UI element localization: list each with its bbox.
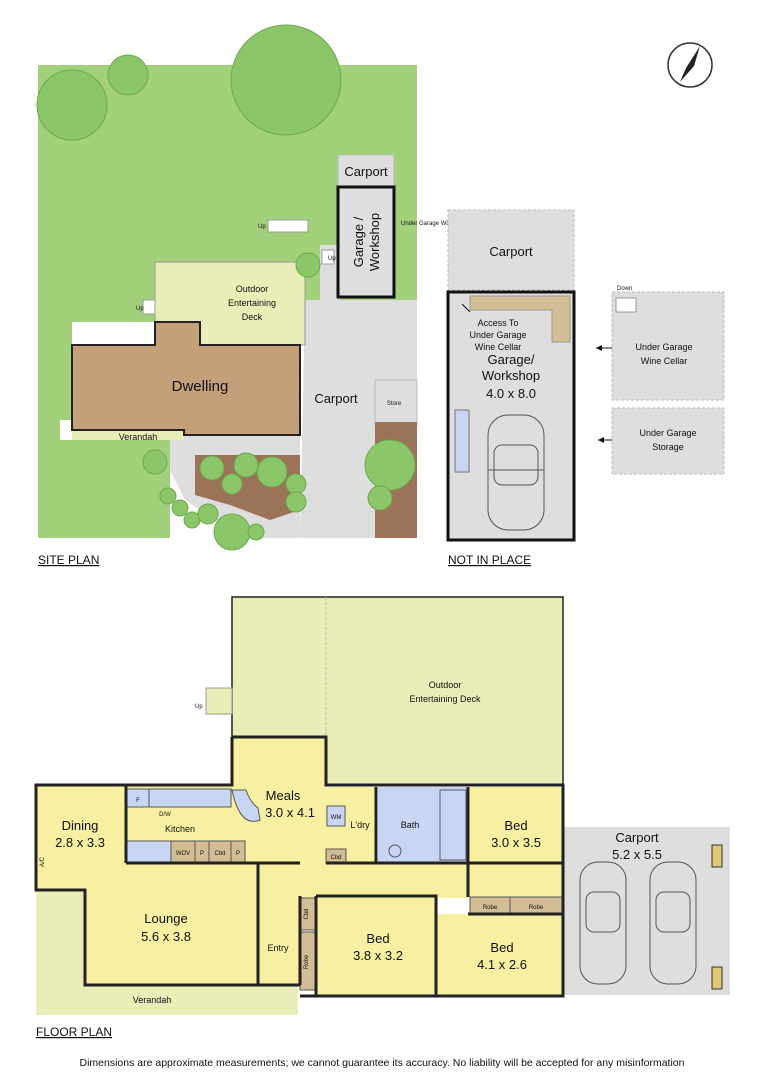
- fp-robe-3-label: Robe: [304, 954, 310, 969]
- site-carport-main-label: Carport: [314, 391, 358, 406]
- nip-stair-bench: [469, 295, 571, 343]
- nip-storage: [611, 407, 725, 475]
- fp-carport: [563, 827, 730, 995]
- site-lawn: [38, 65, 417, 538]
- fp-bed1-dims: 3.0 x 3.5: [491, 835, 541, 850]
- fp-bed1-label: Bed: [504, 818, 527, 833]
- car-icon: [487, 414, 545, 531]
- fp-bed2-dims: 3.8 x 3.2: [353, 948, 403, 963]
- nip-down-label: Down: [617, 286, 632, 292]
- site-dwelling-label: Dwelling: [172, 378, 229, 395]
- site-store-label: Store: [387, 401, 402, 407]
- site-lawn-lower: [38, 440, 170, 538]
- fp-meals-dims: 3.0 x 4.1: [265, 805, 315, 820]
- fp-verandah: [36, 890, 298, 1015]
- fp-pantry-1-label: P: [200, 851, 204, 857]
- fp-wall-oven-label: WOV: [176, 851, 190, 857]
- site-plan: Carport Garage /Workshop Under Garage Wi…: [36, 24, 498, 567]
- site-verandah-label: Verandah: [119, 432, 158, 442]
- fp-ac-label: A/C: [40, 856, 46, 867]
- nip-garage-dims: 4.0 x 8.0: [486, 386, 536, 401]
- site-up-label-2: Up: [328, 256, 336, 262]
- nip-carport: [447, 209, 575, 291]
- fp-carport-label: Carport: [615, 830, 659, 845]
- fp-walls: [34, 735, 565, 998]
- fp-laundry-label: L'dry: [350, 820, 370, 830]
- fp-cooktop: [126, 840, 172, 863]
- fp-meals-label: Meals: [266, 788, 301, 803]
- site-carport-top-box: [337, 154, 395, 188]
- fp-verandah-label: Verandah: [133, 995, 172, 1005]
- fp-laundry-cupboard-label: Cbd: [330, 855, 341, 861]
- fp-dishwasher-label: D/W: [159, 812, 171, 818]
- fp-robe-1-label: Robe: [483, 905, 498, 911]
- site-trees: [36, 24, 416, 551]
- fp-kitchen-bench-top: [148, 788, 232, 808]
- fp-up-label: Up: [195, 704, 203, 710]
- fp-lounge-label: Lounge: [144, 911, 187, 926]
- site-up-label-3: Up: [136, 306, 144, 312]
- fp-bed3-dims: 4.1 x 2.6: [477, 957, 527, 972]
- site-dwelling: [71, 321, 301, 436]
- fp-dining-dims: 2.8 x 3.3: [55, 835, 105, 850]
- nip-carport-label: Carport: [489, 244, 533, 259]
- disclaimer: Dimensions are approximate measurements;…: [79, 1057, 684, 1069]
- site-garage-label: Garage /Workshop: [351, 213, 382, 271]
- fp-dining-label: Dining: [62, 818, 99, 833]
- fp-entry-label: Entry: [267, 943, 289, 953]
- fp-bathtub: [439, 789, 467, 861]
- compass-icon: [667, 42, 713, 88]
- nip-down-steps: [615, 297, 637, 313]
- fp-kitchen-cupboard-label: Cbd: [214, 851, 225, 857]
- fp-pantry-2-label: P: [236, 851, 240, 857]
- site-steps: [142, 219, 335, 315]
- car-icon: [579, 861, 697, 985]
- site-carport-top-label: Carport: [344, 164, 388, 179]
- site-garage: [336, 185, 396, 299]
- fp-bed3-label: Bed: [490, 940, 513, 955]
- fp-bed2-label: Bed: [366, 931, 389, 946]
- fp-hall-cupboard-label: Cbd: [304, 908, 310, 919]
- site-plan-section-label: SITE PLAN: [38, 553, 99, 567]
- fp-lounge-dims: 5.6 x 3.8: [141, 929, 191, 944]
- fp-bath-label: Bath: [401, 820, 420, 830]
- fp-robe-2-label: Robe: [529, 905, 544, 911]
- fp-kitchen-label: Kitchen: [165, 824, 195, 834]
- not-in-place-section-label: NOT IN PLACE: [448, 553, 531, 567]
- site-up-label-1: Up: [258, 224, 266, 230]
- fp-deck-steps: [205, 687, 233, 715]
- floor-plan-section-label: FLOOR PLAN: [36, 1025, 112, 1039]
- nip-workbench: [454, 409, 470, 473]
- nip-garage-label: Garage/Workshop: [482, 352, 540, 383]
- fp-fridge-label: F: [136, 798, 140, 804]
- fp-washing-machine: [326, 805, 346, 827]
- fp-wm-label: WM: [331, 815, 342, 821]
- fp-carport-dims: 5.2 x 5.5: [612, 847, 662, 862]
